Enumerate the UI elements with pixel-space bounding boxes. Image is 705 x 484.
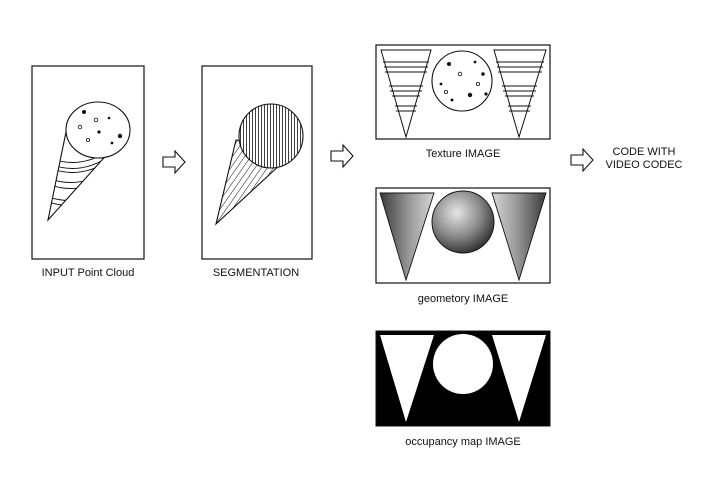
input-point-cloud-label: INPUT Point Cloud	[42, 267, 135, 279]
segmentation-label: SEGMENTATION	[213, 267, 299, 279]
occupancy-sphere	[433, 334, 493, 394]
input-point-cloud-panel: INPUT Point Cloud	[31, 65, 145, 279]
geometry-image-label: geometory IMAGE	[418, 293, 508, 305]
flow-arrow-2	[330, 143, 354, 169]
texture-right-cone	[493, 49, 547, 139]
sphere-top	[65, 101, 131, 159]
texture-image-label: Texture IMAGE	[426, 148, 501, 160]
occupancy-left-cone	[380, 335, 434, 422]
codec-label-line2: VIDEO CODEC	[605, 159, 682, 171]
occupancy-map-panel: occupancy map IMAGE	[375, 330, 551, 448]
point-dots	[82, 110, 123, 145]
segmentation-panel: SEGMENTATION	[201, 65, 313, 279]
geometry-sphere	[431, 190, 495, 254]
texture-left-cone	[380, 49, 432, 139]
occupancy-map-label: occupancy map IMAGE	[405, 436, 521, 448]
texture-sphere	[431, 50, 493, 112]
segmented-cone-illustration	[215, 103, 304, 226]
codec-label-line1: CODE WITH	[613, 146, 676, 158]
texture-image-panel: Texture IMAGE	[375, 44, 551, 160]
occupancy-right-cone	[492, 335, 546, 422]
geometry-right-cone	[491, 192, 547, 282]
hatched-sphere	[238, 103, 304, 169]
geometry-left-cone	[379, 192, 435, 282]
geometry-image-panel: geometory IMAGE	[375, 187, 551, 305]
flow-arrow-3	[570, 147, 594, 173]
flow-arrow-1	[162, 149, 186, 175]
